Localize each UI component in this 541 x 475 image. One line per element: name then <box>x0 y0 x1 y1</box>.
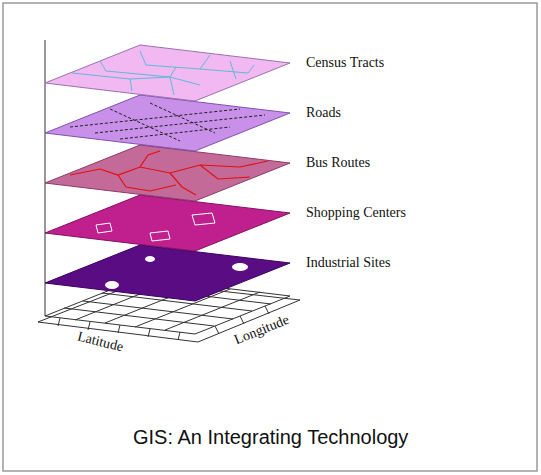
figure-caption: GIS: An Integrating Technology <box>133 425 408 449</box>
layer-label: Census Tracts <box>306 55 384 71</box>
layer-label: Industrial Sites <box>306 255 390 271</box>
layer-label: Roads <box>306 105 341 121</box>
layer-label: Bus Routes <box>306 155 370 171</box>
layer-label: Shopping Centers <box>306 205 406 221</box>
